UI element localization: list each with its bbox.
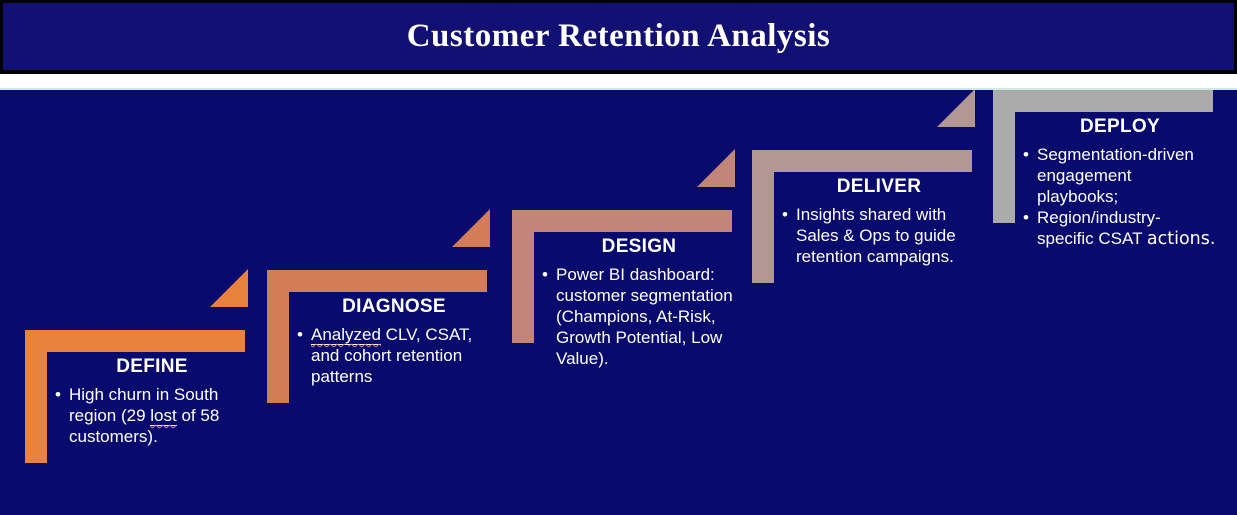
step-bracket-shape xyxy=(25,330,245,463)
step-bullets: • High churn in South region (29 lost of … xyxy=(55,384,249,447)
bullet-item: • Analyzed CLV, CSAT, and cohort retentio… xyxy=(297,324,491,387)
step-title: DEPLOY xyxy=(1080,116,1160,137)
step-diagnose: DIAGNOSE • Analyzed CLV, CSAT, and cohort… xyxy=(267,209,492,515)
bullet-marker-icon: • xyxy=(1023,208,1029,227)
step-content: DEPLOY • Segmentation-driven engagement p… xyxy=(1023,116,1217,250)
step-bracket-shape xyxy=(512,210,732,343)
step-content: DEFINE • High churn in South region (29 l… xyxy=(55,356,249,447)
bullet-marker-icon: • xyxy=(55,385,61,404)
step-triangle-icon xyxy=(697,149,735,187)
bullet-item: • Segmentation-driven engagement playbook… xyxy=(1023,144,1217,207)
diagram-panel: DEFINE • High churn in South region (29 l… xyxy=(0,88,1237,515)
bullet-item: • Insights shared with Sales & Ops to gui… xyxy=(782,204,976,267)
bullet-item: • Power BI dashboard: customer segmentati… xyxy=(542,264,736,369)
bullet-marker-icon: • xyxy=(1023,145,1029,164)
page-title: Customer Retention Analysis xyxy=(406,18,831,54)
step-deliver: DELIVER • Insights shared with Sales & Op… xyxy=(752,90,977,450)
step-bullets: • Insights shared with Sales & Ops to gui… xyxy=(782,204,976,267)
step-title: DELIVER xyxy=(836,176,922,197)
step-title: DIAGNOSE xyxy=(342,296,446,317)
step-title: DEFINE xyxy=(116,356,188,377)
step-bracket-shape xyxy=(267,270,487,403)
step-triangle-icon xyxy=(210,269,248,307)
step-triangle-icon xyxy=(937,90,975,127)
step-content: DIAGNOSE • Analyzed CLV, CSAT, and cohort… xyxy=(297,296,491,387)
bullet-marker-icon: • xyxy=(297,325,303,344)
bullet-text: Insights shared with Sales & Ops to guid… xyxy=(796,205,956,266)
step-bullets: • Segmentation-driven engagement playbook… xyxy=(1023,144,1217,250)
step-triangle-icon xyxy=(452,209,490,247)
step-bracket-shape xyxy=(993,90,1213,223)
step-design: DESIGN • Power BI dashboard: customer seg… xyxy=(512,149,737,510)
step-bullets: • Analyzed CLV, CSAT, and cohort retentio… xyxy=(297,324,491,387)
bullet-text: Analyzed CLV, CSAT, and cohort retention… xyxy=(311,325,473,386)
bullet-marker-icon: • xyxy=(782,205,788,224)
bullet-text: Segmentation-driven engagement playbooks… xyxy=(1037,145,1194,206)
bullet-text: Region/industry-specific CSAT actions. xyxy=(1037,208,1216,249)
bullet-item: • Region/industry-specific CSAT actions. xyxy=(1023,207,1217,250)
step-content: DESIGN • Power BI dashboard: customer seg… xyxy=(542,236,736,369)
step-define: DEFINE • High churn in South region (29 l… xyxy=(25,269,250,515)
step-title: DESIGN xyxy=(601,236,677,257)
bullet-text: Power BI dashboard: customer segmentatio… xyxy=(556,265,733,368)
step-bullets: • Power BI dashboard: customer segmentati… xyxy=(542,264,736,369)
bullet-marker-icon: • xyxy=(542,265,548,284)
step-content: DELIVER • Insights shared with Sales & Op… xyxy=(782,176,976,267)
title-bar: Customer Retention Analysis xyxy=(0,0,1237,74)
step-deploy: DEPLOY • Segmentation-driven engagement p… xyxy=(993,90,1218,390)
bullet-item: • High churn in South region (29 lost of … xyxy=(55,384,249,447)
bullet-text: High churn in South region (29 lost of 5… xyxy=(69,385,220,446)
step-bracket-shape xyxy=(752,150,972,283)
